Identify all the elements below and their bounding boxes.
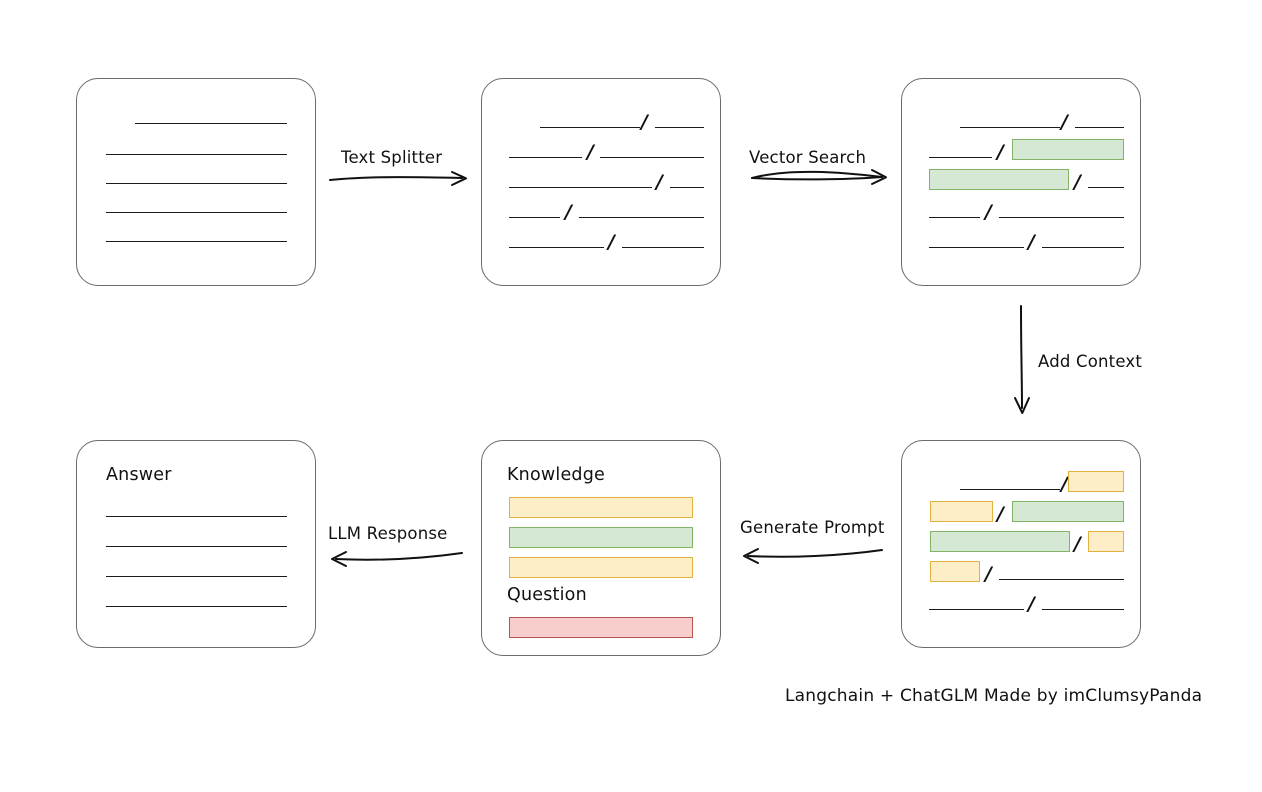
- segment-line: [929, 247, 1024, 248]
- context-segment-green: [1012, 501, 1124, 522]
- document-line: [106, 154, 287, 155]
- segment-separator: /: [587, 141, 594, 163]
- segment-line: [929, 217, 980, 218]
- knowledge-label: Knowledge: [507, 465, 605, 485]
- segment-line: [509, 247, 604, 248]
- segment-line: [600, 157, 704, 158]
- segment-line: [1075, 127, 1124, 128]
- question-label: Question: [507, 585, 587, 605]
- segment-line: [929, 609, 1024, 610]
- matched-segment-green: [1012, 139, 1124, 160]
- segment-separator: /: [641, 111, 648, 133]
- segment-line: [670, 187, 704, 188]
- document-line: [106, 241, 287, 242]
- segment-separator: /: [656, 171, 663, 193]
- context-segment-yellow: [1068, 471, 1124, 492]
- segment-line: [540, 127, 640, 128]
- arrow-text-splitter: [329, 171, 467, 186]
- answer-line: [106, 516, 287, 517]
- segment-line: [579, 217, 704, 218]
- edge-label-llm-response: LLM Response: [328, 524, 448, 543]
- segment-line: [999, 579, 1124, 580]
- arrow-add-context: [1014, 305, 1030, 414]
- segment-line: [960, 489, 1060, 490]
- segment-separator: /: [1061, 111, 1068, 133]
- answer-line: [106, 546, 287, 547]
- answer-line: [106, 606, 287, 607]
- segment-separator: /: [997, 141, 1004, 163]
- segment-separator: /: [985, 201, 992, 223]
- question-bar-red: [509, 617, 693, 638]
- node-split-document[interactable]: / / / / /: [481, 78, 721, 286]
- document-line: [106, 212, 287, 213]
- context-segment-green: [930, 531, 1070, 552]
- answer-line: [106, 576, 287, 577]
- segment-line: [509, 217, 560, 218]
- segment-separator: /: [565, 201, 572, 223]
- context-segment-yellow: [930, 561, 980, 582]
- segment-line: [509, 187, 652, 188]
- edge-label-generate-prompt: Generate Prompt: [740, 518, 885, 537]
- arrow-generate-prompt: [743, 548, 883, 564]
- segment-separator: /: [985, 563, 992, 585]
- context-segment-yellow: [930, 501, 993, 522]
- context-segment-yellow: [1088, 531, 1124, 552]
- segment-separator: /: [1074, 533, 1081, 555]
- node-source-document[interactable]: [76, 78, 316, 286]
- segment-separator: /: [997, 503, 1004, 525]
- document-line: [106, 183, 287, 184]
- segment-line: [655, 127, 704, 128]
- node-context-document[interactable]: / / / / /: [901, 440, 1141, 648]
- segment-line: [622, 247, 704, 248]
- segment-separator: /: [1061, 473, 1068, 495]
- segment-separator: /: [1028, 231, 1035, 253]
- edge-label-text-splitter: Text Splitter: [341, 148, 443, 167]
- knowledge-bar-yellow: [509, 557, 693, 578]
- edge-label-vector-search: Vector Search: [749, 148, 867, 167]
- answer-label: Answer: [106, 465, 172, 485]
- footer-credit: Langchain + ChatGLM Made by imClumsyPand…: [785, 686, 1203, 706]
- document-line: [135, 123, 287, 124]
- arrow-llm-response: [331, 551, 463, 567]
- segment-line: [1042, 247, 1124, 248]
- segment-line: [1088, 187, 1124, 188]
- segment-line: [929, 157, 992, 158]
- edge-label-add-context: Add Context: [1038, 352, 1143, 371]
- segment-separator: /: [1074, 171, 1081, 193]
- knowledge-bar-green: [509, 527, 693, 548]
- segment-line: [1042, 609, 1124, 610]
- node-prompt[interactable]: Knowledge Question: [481, 440, 721, 656]
- node-answer[interactable]: Answer: [76, 440, 316, 648]
- segment-line: [509, 157, 582, 158]
- knowledge-bar-yellow: [509, 497, 693, 518]
- segment-separator: /: [608, 231, 615, 253]
- matched-segment-green: [929, 169, 1069, 190]
- segment-line: [999, 217, 1124, 218]
- node-matched-document[interactable]: / / / / /: [901, 78, 1141, 286]
- segment-separator: /: [1028, 593, 1035, 615]
- arrow-vector-search: [751, 169, 887, 185]
- segment-line: [960, 127, 1060, 128]
